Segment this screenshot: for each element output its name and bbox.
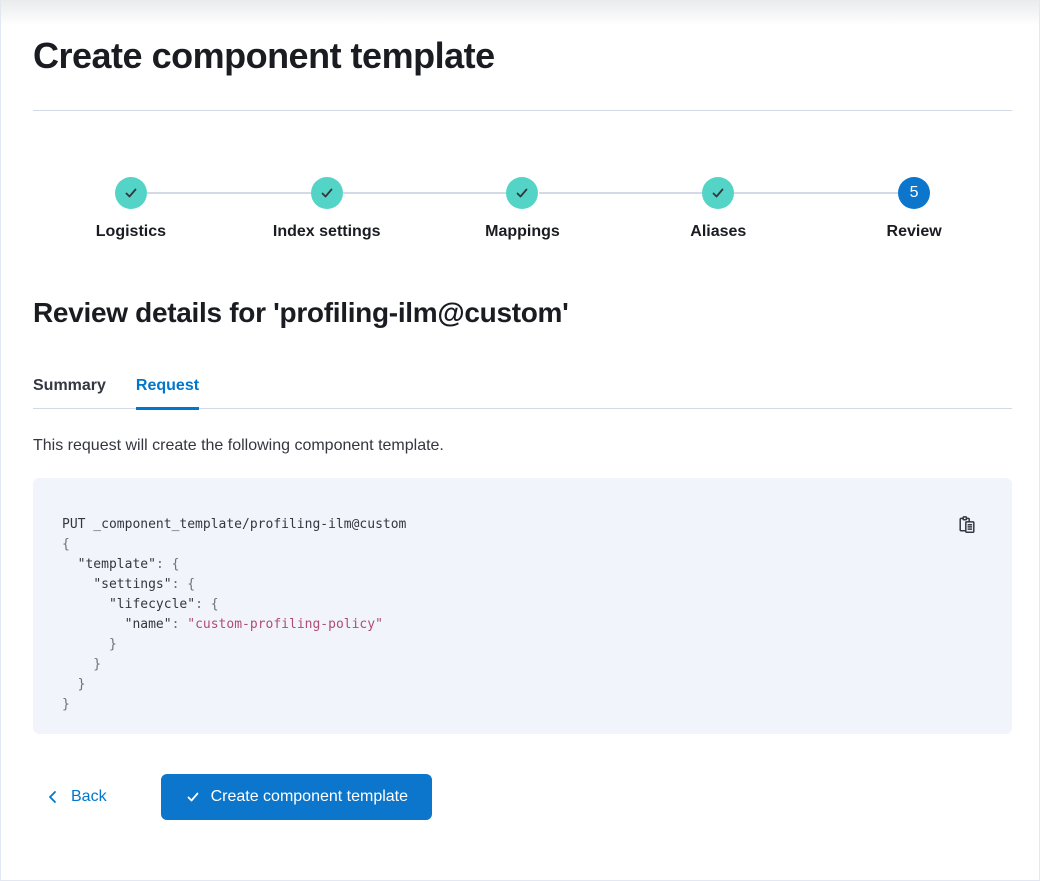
code-line: "template": { — [77, 557, 180, 572]
step-label: Logistics — [95, 223, 167, 240]
page-content: Create component template Logistics Index… — [1, 34, 1039, 820]
step-number: 5 — [909, 184, 919, 201]
create-button-label: Create component template — [210, 788, 409, 805]
step-complete-circle[interactable] — [506, 177, 539, 209]
request-description: This request will create the following c… — [33, 437, 444, 454]
step-current-circle[interactable]: 5 — [898, 177, 931, 209]
code-content: PUT _component_template/profiling-ilm@cu… — [62, 515, 952, 715]
step-item-aliases: Aliases — [538, 177, 816, 241]
copy-to-clipboard-button[interactable] — [955, 514, 979, 538]
page-title: Create component template — [33, 35, 495, 76]
check-icon — [319, 185, 335, 201]
step-item-logistics: Logistics — [33, 177, 229, 241]
step-label: Review — [886, 223, 942, 240]
header-divider — [33, 110, 1012, 111]
step-item-index-settings: Index settings — [146, 177, 425, 241]
code-line: } — [62, 637, 117, 652]
create-component-template-button[interactable]: Create component template — [160, 774, 433, 820]
chevron-left-icon — [45, 789, 61, 805]
review-heading: Review details for 'profiling-ilm@custom… — [33, 297, 569, 328]
code-line: "settings": { — [93, 577, 196, 592]
step-label: Mappings — [485, 223, 560, 240]
footer-actions: Back Create component template — [33, 774, 1012, 820]
code-line: } — [62, 677, 86, 692]
check-icon — [514, 185, 530, 201]
top-scroll-shadow — [1, 0, 1039, 26]
check-icon — [710, 185, 726, 201]
tab-request[interactable]: Request — [135, 377, 200, 410]
step-label: Index settings — [272, 223, 381, 240]
tab-summary[interactable]: Summary — [33, 377, 106, 394]
code-line: "lifecycle": { — [108, 597, 219, 612]
code-line: } — [62, 697, 70, 712]
step-item-mappings: Mappings — [342, 177, 621, 241]
back-button[interactable]: Back — [33, 780, 119, 814]
code-line: PUT _component_template/profiling-ilm@cu… — [62, 517, 407, 532]
back-button-label: Back — [71, 788, 107, 805]
step-complete-circle[interactable] — [702, 177, 735, 209]
step-complete-circle[interactable] — [310, 177, 343, 209]
code-line: "name": "custom-profiling-policy" — [124, 617, 383, 632]
check-icon — [123, 185, 139, 201]
step-label: Aliases — [690, 223, 747, 240]
step-complete-circle[interactable] — [114, 177, 147, 209]
request-code-block: PUT _component_template/profiling-ilm@cu… — [33, 478, 1012, 734]
tabs: Summary Request — [33, 377, 1012, 410]
code-line: } — [62, 657, 102, 672]
clipboard-icon — [957, 515, 977, 538]
check-icon — [185, 789, 201, 805]
code-line: { — [62, 537, 70, 552]
